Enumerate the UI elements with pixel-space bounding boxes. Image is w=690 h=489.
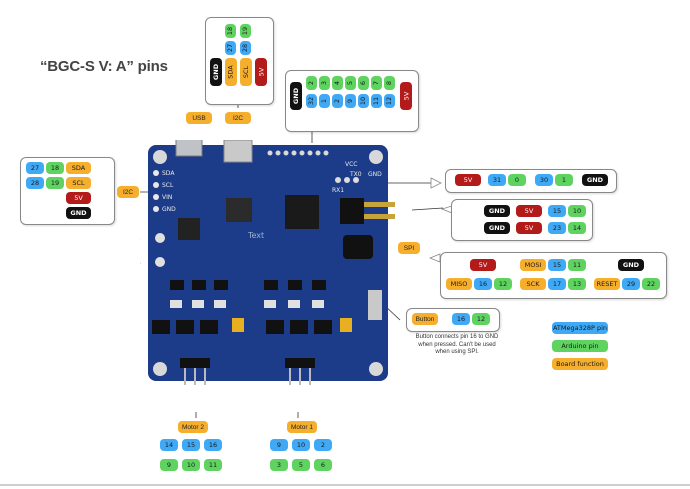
motor1-label: Motor 1: [287, 421, 317, 433]
pin-15: 15: [182, 439, 200, 451]
pin-11: 11: [568, 259, 586, 271]
gnd-pin: GND: [582, 174, 608, 186]
pin-27: 27: [225, 41, 236, 55]
reset-pin: RESET: [594, 278, 620, 290]
pin-3: 3: [270, 459, 288, 471]
svg-text:SDA: SDA: [162, 170, 175, 177]
gnd-pin: GND: [66, 207, 91, 219]
pcb-board-image: Text SDA SCL VIN GND RX1 TX0 GND VCC: [99, 133, 415, 390]
ch-blue-pin: 12: [384, 94, 395, 108]
pin-18: 18: [225, 24, 236, 38]
miso-pin: MISO: [446, 278, 472, 290]
pin-10: 10: [182, 459, 200, 471]
pin-14: 14: [568, 222, 586, 234]
ch-blue-pin: 32: [306, 94, 317, 108]
five-v-pin: 5V: [470, 259, 496, 271]
button-note: Button connects pin 16 to GND when press…: [415, 334, 499, 355]
five-v-pin: 5V: [255, 58, 267, 86]
pin-22: 22: [642, 278, 660, 290]
svg-text:TX0: TX0: [349, 171, 362, 178]
pin-27: 27: [26, 162, 44, 174]
svg-text:VCC: VCC: [345, 161, 357, 168]
pin-28: 28: [26, 177, 44, 189]
pin-14: 14: [160, 439, 178, 451]
five-v-pin: 5V: [516, 205, 542, 217]
pin-9: 9: [270, 439, 288, 451]
button-label: Button: [412, 313, 438, 325]
five-v-pin: 5V: [516, 222, 542, 234]
legend-arduino: Arduino pin: [552, 340, 608, 352]
pin-16: 16: [452, 313, 470, 325]
pin-15: 15: [548, 205, 566, 217]
ch-green-pin: 3: [319, 76, 330, 90]
five-v-pin: 5V: [400, 82, 412, 110]
pin-19: 19: [240, 24, 251, 38]
footer-divider: [0, 484, 690, 486]
gnd-pin: GND: [290, 82, 302, 110]
pin-16: 16: [204, 439, 222, 451]
gnd-pin: GND: [210, 58, 222, 86]
pin-11: 11: [204, 459, 222, 471]
svg-text:RX1: RX1: [332, 187, 344, 194]
pin-10: 10: [292, 439, 310, 451]
pin-13: 13: [568, 278, 586, 290]
five-v-pin: 5V: [66, 192, 91, 204]
ch-blue-pin: 1: [319, 94, 330, 108]
gnd-pin: GND: [484, 205, 510, 217]
pin-2: 2: [314, 439, 332, 451]
i2c-left-label: I2C: [117, 186, 139, 198]
spi-label: SPI: [398, 242, 420, 254]
ch-green-pin: 8: [384, 76, 395, 90]
pin-28: 28: [240, 41, 251, 55]
legend-board: Board function: [552, 358, 608, 370]
board-text-label: Text: [247, 231, 264, 240]
ch-green-pin: 6: [358, 76, 369, 90]
i2c-top-label: I2C: [225, 112, 251, 124]
pin-9: 9: [160, 459, 178, 471]
pin-17: 17: [548, 278, 566, 290]
pin-0: 0: [508, 174, 526, 186]
pin-12: 12: [472, 313, 490, 325]
pin-6: 6: [314, 459, 332, 471]
ch-blue-pin: 11: [371, 94, 382, 108]
pin-23: 23: [548, 222, 566, 234]
sda-pin: SDA: [225, 58, 237, 86]
scl-pin: SCL: [66, 177, 91, 189]
ch-green-pin: 2: [306, 76, 317, 90]
five-v-pin: 5V: [455, 174, 481, 186]
svg-text:GND: GND: [368, 171, 382, 178]
svg-text:VIN: VIN: [162, 194, 172, 201]
svg-text:SCL: SCL: [162, 182, 174, 189]
usb-label: USB: [186, 112, 212, 124]
legend-atmega: ATMega328P pin: [552, 322, 608, 334]
ch-blue-pin: 9: [345, 94, 356, 108]
pin-18: 18: [46, 162, 64, 174]
ch-green-pin: 4: [332, 76, 343, 90]
pin-30: 30: [535, 174, 553, 186]
pin-19: 19: [46, 177, 64, 189]
gnd-pin: GND: [484, 222, 510, 234]
pin-15: 15: [548, 259, 566, 271]
pin-16: 16: [474, 278, 492, 290]
svg-text:GND: GND: [162, 206, 176, 213]
sda-pin: SDA: [66, 162, 91, 174]
pin-1: 1: [555, 174, 573, 186]
ch-blue-pin: 2: [332, 94, 343, 108]
pin-12: 12: [494, 278, 512, 290]
pin-10: 10: [568, 205, 586, 217]
pin-31: 31: [488, 174, 506, 186]
pin-5: 5: [292, 459, 310, 471]
sck-pin: SCK: [520, 278, 546, 290]
motor2-label: Motor 2: [178, 421, 208, 433]
gnd-pin: GND: [618, 259, 644, 271]
page-title: “BGC-S V: A” pins: [40, 58, 168, 75]
scl-pin: SCL: [240, 58, 252, 86]
pin-29: 29: [622, 278, 640, 290]
ch-blue-pin: 10: [358, 94, 369, 108]
ch-green-pin: 7: [371, 76, 382, 90]
mosi-pin: MOSI: [520, 259, 546, 271]
ch-green-pin: 5: [345, 76, 356, 90]
